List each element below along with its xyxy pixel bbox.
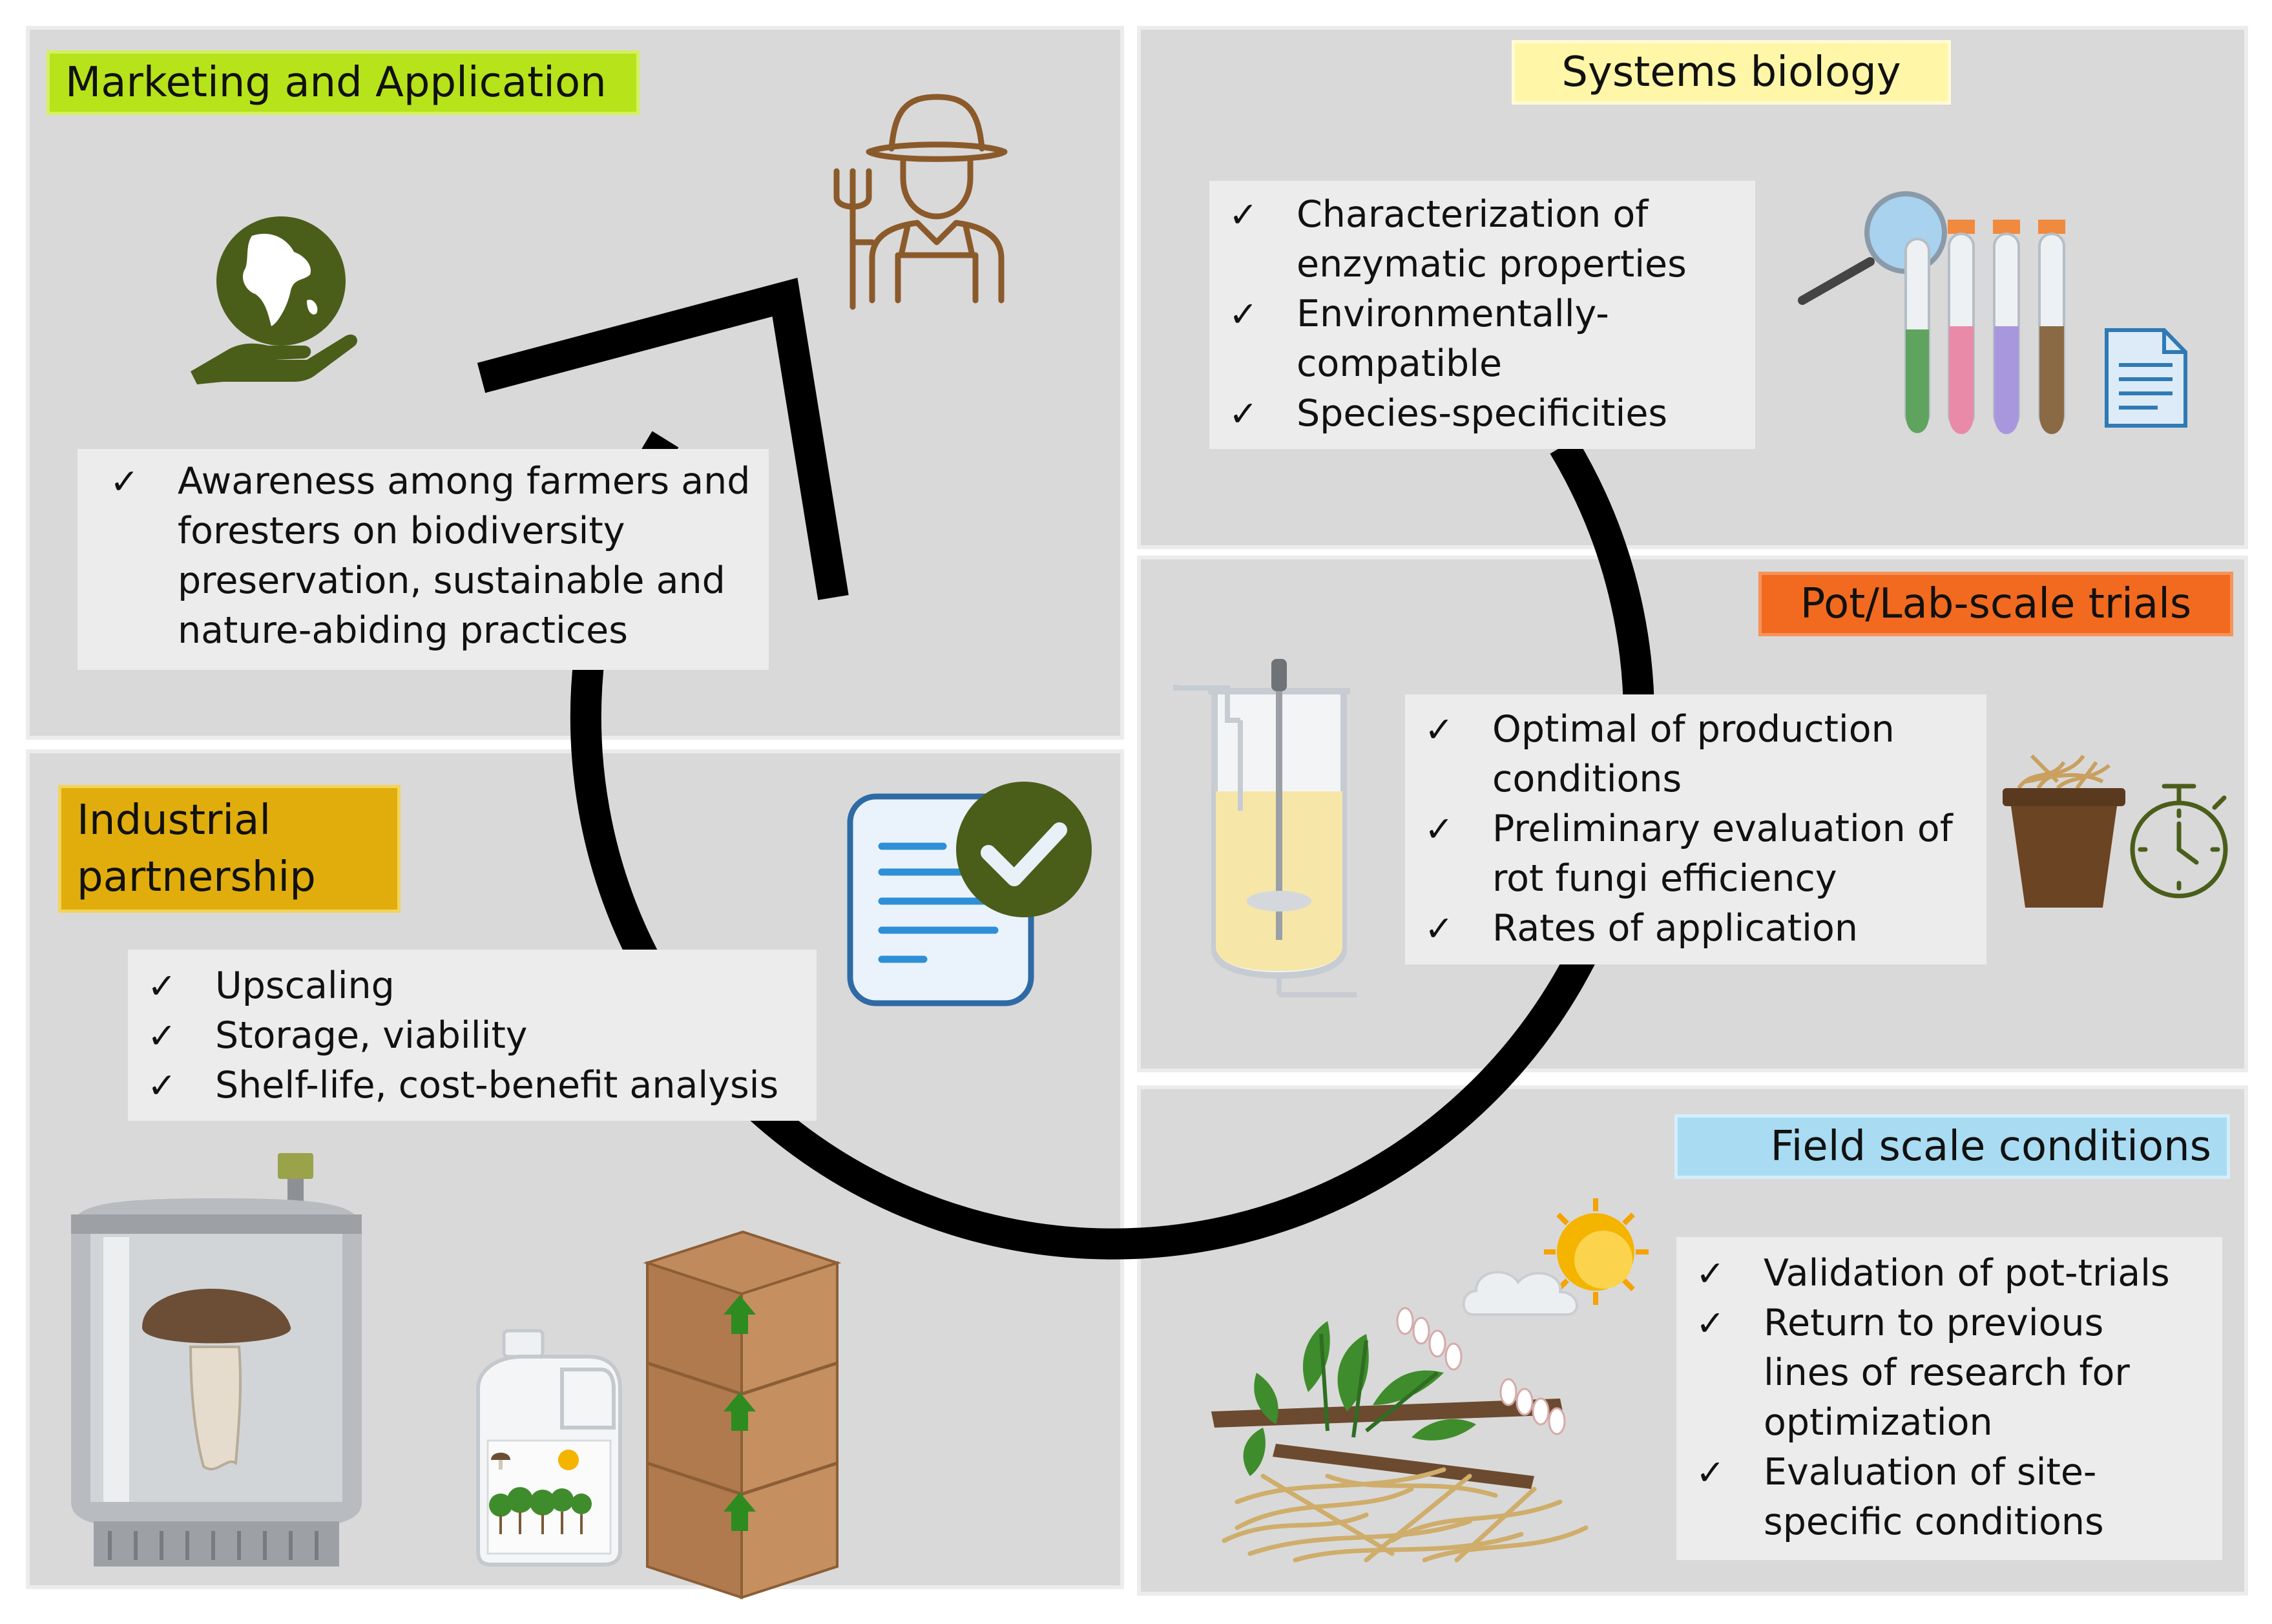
list-item: ✓Characterization of enzymatic propertie… [1229,193,1687,286]
list-item: ✓Upscaling [147,964,395,1007]
bioreactor-icon [1173,659,1357,997]
checklist-icon [847,782,1092,1006]
systems-textbox: ✓Characterization of enzymatic propertie… [1209,181,1755,449]
list-item: ✓Optimal of production conditions [1424,708,1895,800]
sun-cloud-icon [1462,1198,1649,1316]
pot-title: Pot/Lab-scale trials [1758,572,2233,636]
list-item: ✓Awareness among farmers and foresters o… [110,460,751,652]
industrial-textbox: ✓Upscaling ✓Storage, viability ✓Shelf-li… [128,950,817,1121]
list-item: ✓Storage, viability [147,1014,528,1057]
list-item: ✓Return to previous lines of research fo… [1696,1302,2130,1444]
jerrycan-icon [476,1329,622,1567]
list-item: ✓Shelf-life, cost-benefit analysis [147,1064,779,1107]
list-item: ✓Validation of pot-trials [1696,1252,2170,1295]
globe-hand-icon [191,216,358,384]
stacked-boxes-icon [643,1230,842,1599]
document-icon [2105,328,2187,428]
list-item: ✓Preliminary evaluation of rot fungi eff… [1424,807,1953,900]
plant-litter-icon [1211,1307,1589,1563]
field-title: Field scale conditions [1674,1114,2230,1179]
farmer-icon [833,94,1008,310]
field-textbox: ✓Validation of pot-trials ✓Return to pre… [1676,1237,2222,1560]
systems-title: Systems biology [1512,40,1951,105]
pot-textbox: ✓Optimal of production conditions ✓Preli… [1405,694,1986,964]
list-item: ✓Rates of application [1424,907,1858,950]
plant-pot-icon [2003,754,2125,908]
list-item: ✓Environmentally-compatible [1229,293,1609,385]
marketing-textbox: ✓Awareness among farmers and foresters o… [78,449,769,670]
industrial-title: Industrial partnership [58,785,401,913]
marketing-title: Marketing and Application [47,50,640,115]
storage-tank-mushroom-icon [71,1153,362,1567]
list-item: ✓Species-specificities [1229,392,1668,435]
list-item: ✓Evaluation of site-specific conditions [1696,1451,2104,1543]
magnifier-test-tubes-icon [1798,191,2065,434]
stopwatch-icon [2130,784,2228,899]
